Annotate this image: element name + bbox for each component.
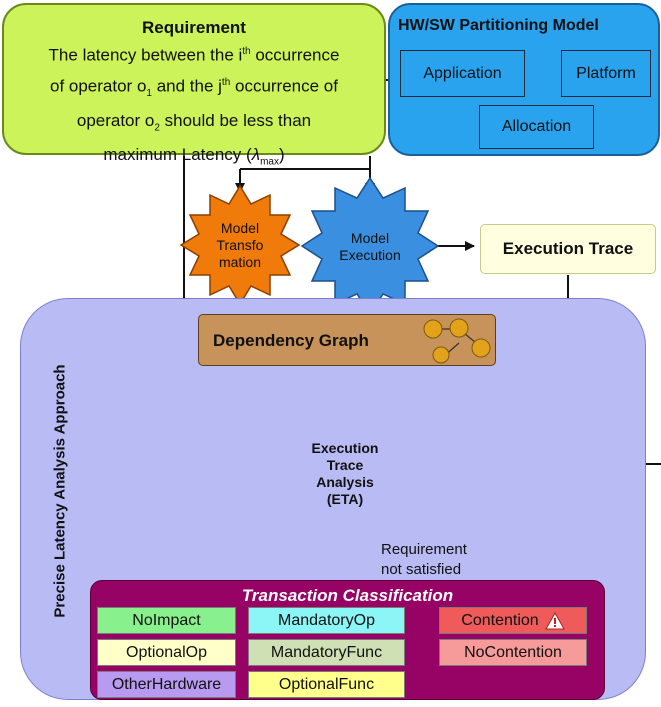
mandatoryfunc-label: MandatoryFunc [248,639,405,666]
approach-label: Precise Latency Analysis Approach [51,364,69,618]
dependency-graph-box: Dependency Graph [198,314,496,366]
model-transformation-label: Model Transfo mation [216,220,264,270]
dependency-graph-label: Dependency Graph [213,331,369,350]
otherhardware-label: OtherHardware [97,671,236,698]
requirement-not-satisfied-label: Requirement not satisfied [381,541,467,578]
platform-box: Platform [561,50,651,97]
allocation-box: Allocation [479,105,594,149]
hwsw-title: HW/SW Partitioning Model [398,17,599,34]
mandatoryop-label: MandatoryOp [248,607,405,634]
eta-label: Execution Trace Analysis (ETA) [311,440,379,507]
application-box: Application [400,50,525,97]
requirement-title: Requirement [142,18,246,37]
graph-nodes-icon [423,318,491,364]
requirement-text: The latency between the ith occurrence o… [48,45,340,168]
contention-cell: Contention [439,607,587,634]
optionalfunc-label: OptionalFunc [248,671,405,698]
warning-triangle-icon [544,611,565,629]
model-execution-label: Model Execution [339,230,401,263]
optionalop-label: OptionalOp [97,639,236,666]
requirement-box: Requirement The latency between the ith … [2,3,386,167]
transaction-classification-title: Transaction Classification [241,586,454,605]
noimpact-label: NoImpact [97,607,236,634]
hwsw-partitioning-model: HW/SW Partitioning Model Application Pla… [388,3,660,156]
execution-trace-box: Execution Trace [480,224,656,274]
transaction-classification-box: Transaction Classification NoImpact Mand… [90,580,605,700]
nocontention-label: NoContention [439,639,587,666]
contention-label: Contention [461,611,539,629]
